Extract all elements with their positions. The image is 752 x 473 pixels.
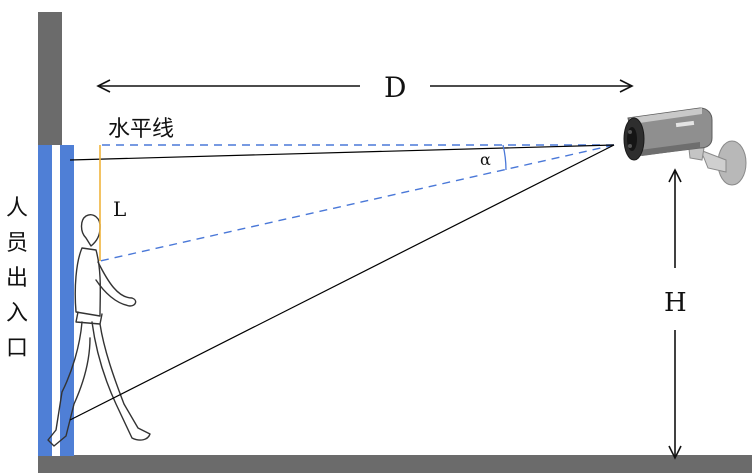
entrance-char-2: 员	[6, 231, 28, 256]
entrance-char-1: 人	[6, 196, 28, 221]
angle-dashed-line	[99, 144, 615, 262]
door-frame	[38, 145, 74, 456]
distance-arrow	[96, 79, 634, 93]
height-label: H	[664, 288, 687, 318]
entrance-char-3: 出	[6, 266, 28, 291]
distance-label: D	[384, 71, 406, 104]
walking-person-icon	[47, 214, 151, 447]
entrance-char-4: 入	[6, 301, 28, 326]
span-label: L	[113, 197, 126, 221]
entrance-char-5: 口	[6, 336, 28, 361]
upper-view-line	[69, 144, 615, 161]
bullet-camera-icon	[623, 107, 747, 186]
floor	[38, 455, 752, 473]
entrance-label: 人 员 出 入 口	[6, 196, 28, 361]
lower-view-line	[69, 144, 615, 421]
horizontal-line-label: 水平线	[108, 117, 174, 142]
angle-label: α	[480, 150, 491, 169]
angle-arc	[502, 144, 507, 171]
height-arrow	[668, 168, 682, 460]
